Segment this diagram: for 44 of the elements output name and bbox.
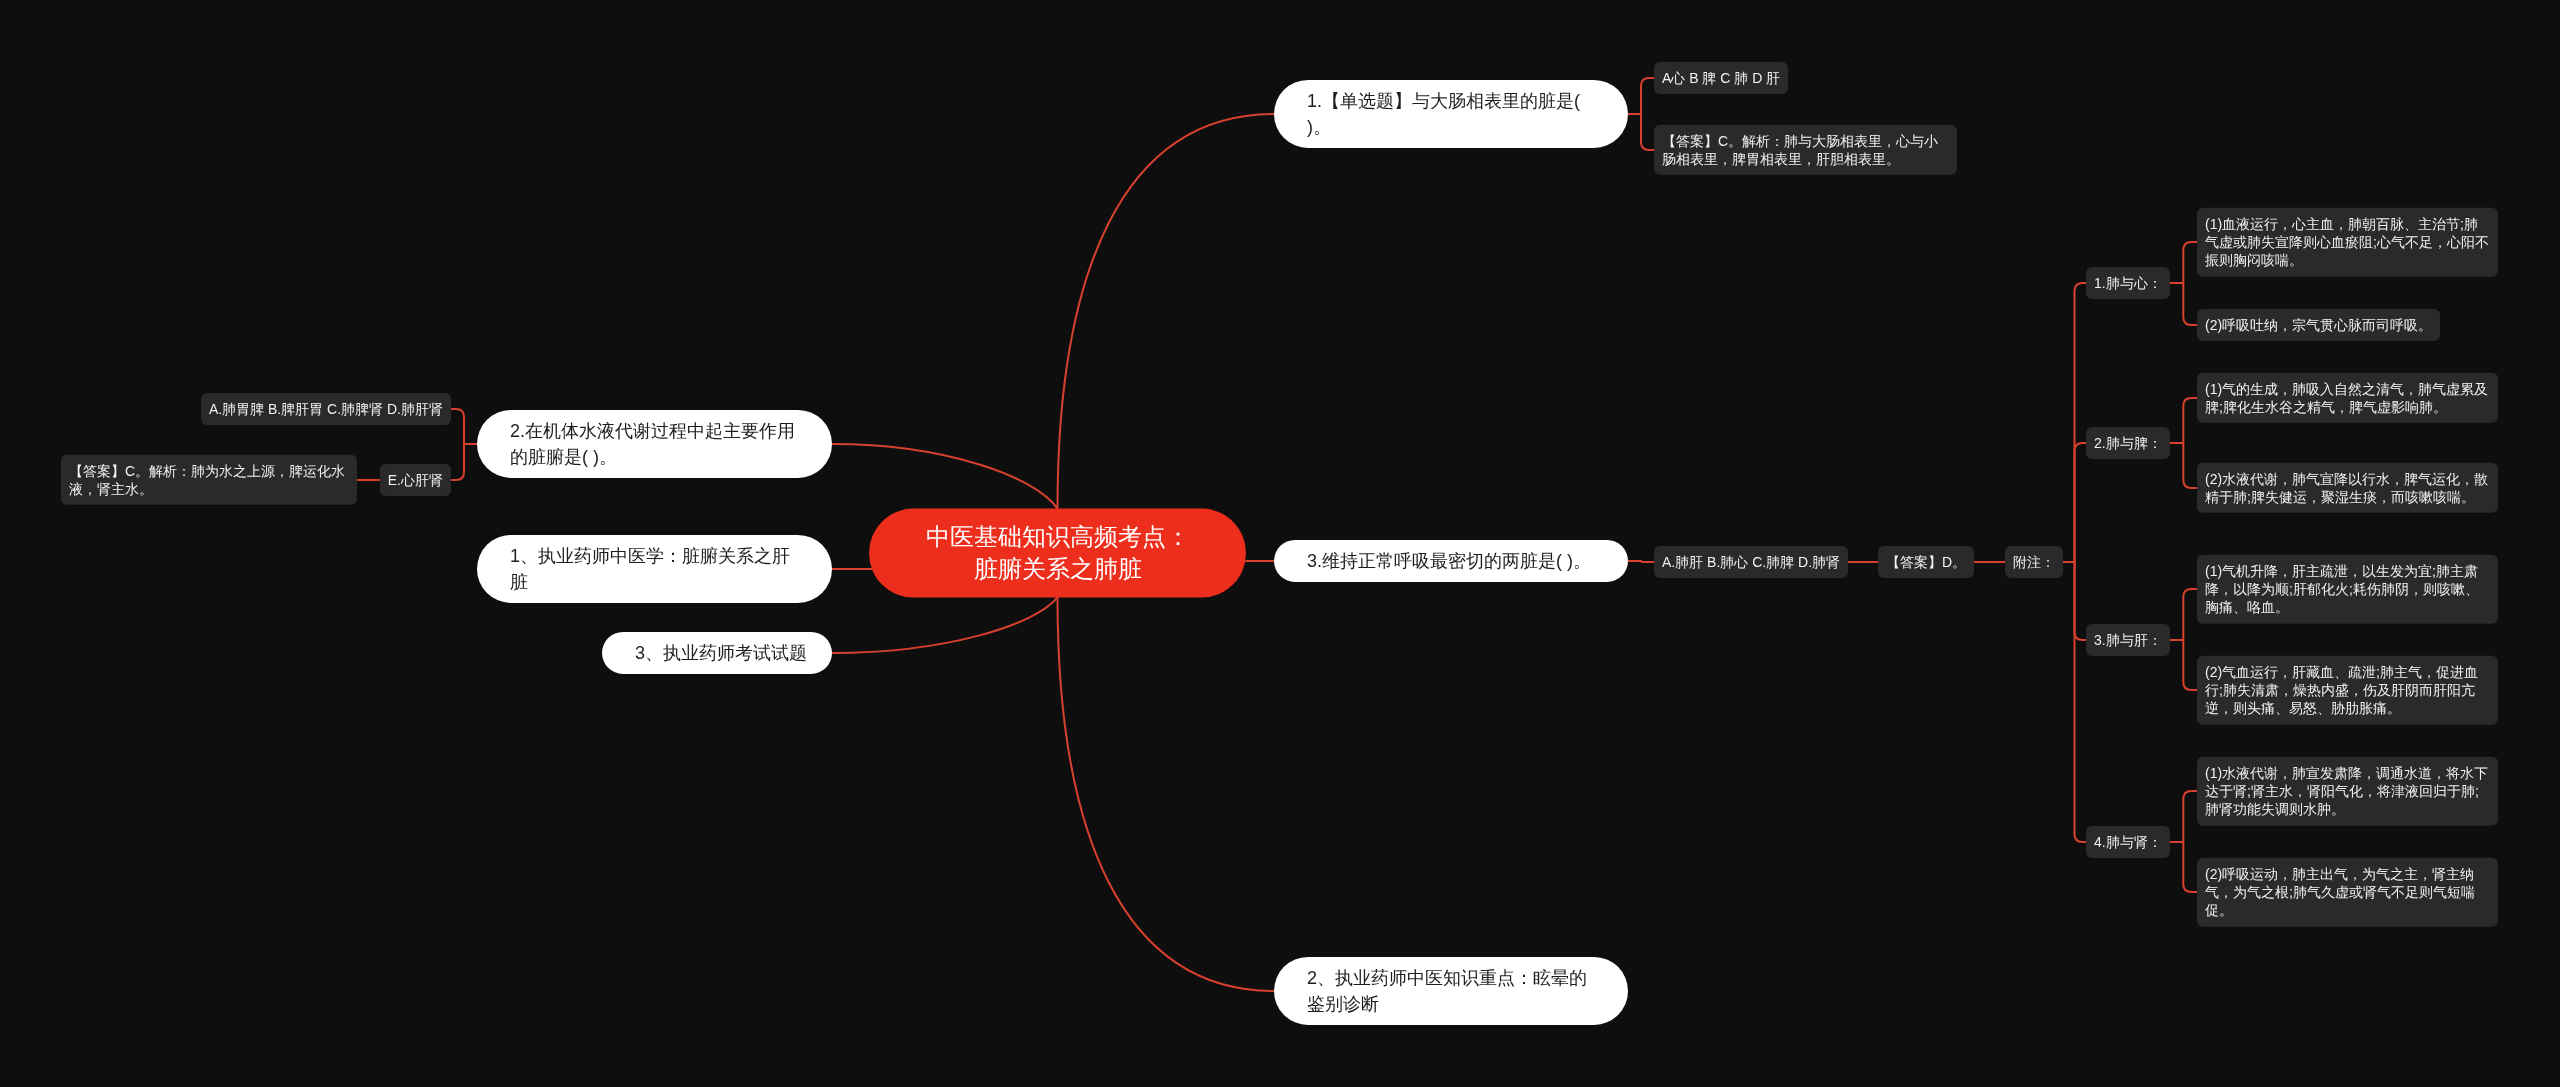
note-box: 【答案】C。解析：肺为水之上源，脾运化水液，肾主水。 [61,454,357,506]
note-box: 3.肺与肝： [2086,623,2170,657]
note-box: 4.肺与肾： [2086,825,2170,859]
branch-line [1627,560,1655,563]
note-box: 附注： [2005,545,2063,579]
branch-line [2168,639,2198,691]
note-box: 2.肺与脾： [2086,426,2170,460]
branch-line [2168,282,2198,326]
topic-pill: 3.维持正常呼吸最密切的两脏是( )。 [1274,539,1628,583]
central-topic: 中医基础知识高频考点：脏腑关系之肺脏 [869,508,1246,598]
note-box: A.肺胃脾 B.脾肝胃 C.肺脾肾 D.肺肝肾 [200,392,451,426]
topic-pill: 1.【单选题】与大肠相表里的脏是( )。 [1274,79,1628,149]
topic-pill: 2.在机体水液代谢过程中起主要作用的脏腑是( )。 [477,409,832,479]
note-box: (2)气血运行，肝藏血、疏泄;肺主气，促进血行;肺失清肃，燥热内盛，伤及肝阴而肝阳亢逆，则头痛、易怒、胁肋胀痛。 [2197,655,2498,725]
branch-line [2062,561,2087,843]
note-box: (1)血液运行，心主血，肺朝百脉、主治节;肺气虚或肺失宣降则心血瘀阻;心气不足，心阳不振则胸闷咳喘。 [2197,207,2498,277]
note-box: 【答案】D。 [1878,545,1975,579]
note-box: (1)水液代谢，肺宣发肃降，调通水道，将水下达于肾;肾主水，肾阳气化，将津液回归于肺;肺肾功能失调则水肿。 [2197,756,2498,826]
branch-line [831,596,1059,654]
branch-line [831,443,1059,510]
topic-pill: 3、执业药师考试试题 [602,631,832,675]
branch-line [356,479,381,481]
topic-pill: 2、执业药师中医知识重点：眩晕的鉴别诊断 [1274,956,1628,1026]
note-box: 【答案】C。解析：肺与大肠相表里，心与小肠相表里，脾胃相表里，肝胆相表里。 [1654,124,1957,176]
branch-line [450,443,478,481]
note-box: (2)水液代谢，肺气宣降以行水，脾气运化，散精于肺;脾失健运，聚湿生痰，而咳嗽咳喘。 [2197,462,2498,514]
branch-line [1627,113,1655,151]
branch-line [1056,113,1275,510]
note-box: (2)呼吸运动，肺主出气，为气之主，肾主纳气，为气之根;肺气久虚或肾气不足则气短喘促。 [2197,857,2498,927]
topic-pill: 1、执业药师中医学：脏腑关系之肝脏 [477,534,832,604]
note-box: (1)气机升降，肝主疏泄，以生发为宜;肺主肃降，以降为顺;肝郁化火;耗伤肺阴，则咳嗽、胸痛、咯血。 [2197,554,2498,624]
branch-line [1056,596,1275,992]
branch-line [1847,561,1879,563]
branch-line [2168,442,2198,489]
note-box: E.心肝肾 [379,463,451,497]
note-box: 1.肺与心： [2086,266,2170,300]
branch-line [831,568,873,570]
note-box: (2)呼吸吐纳，宗气贯心脉而司呼吸。 [2197,308,2441,342]
note-box: A心 B 脾 C 肺 D 肝 [1654,61,1789,95]
branch-line [1973,561,2006,563]
note-box: (1)气的生成，肺吸入自然之清气，肺气虚累及脾;脾化生水谷之精气，脾气虚影响肺。 [2197,372,2498,424]
note-box: A.肺肝 B.肺心 C.肺脾 D.肺肾 [1654,545,1849,579]
branch-line [2168,841,2198,893]
branch-line [1244,560,1275,562]
